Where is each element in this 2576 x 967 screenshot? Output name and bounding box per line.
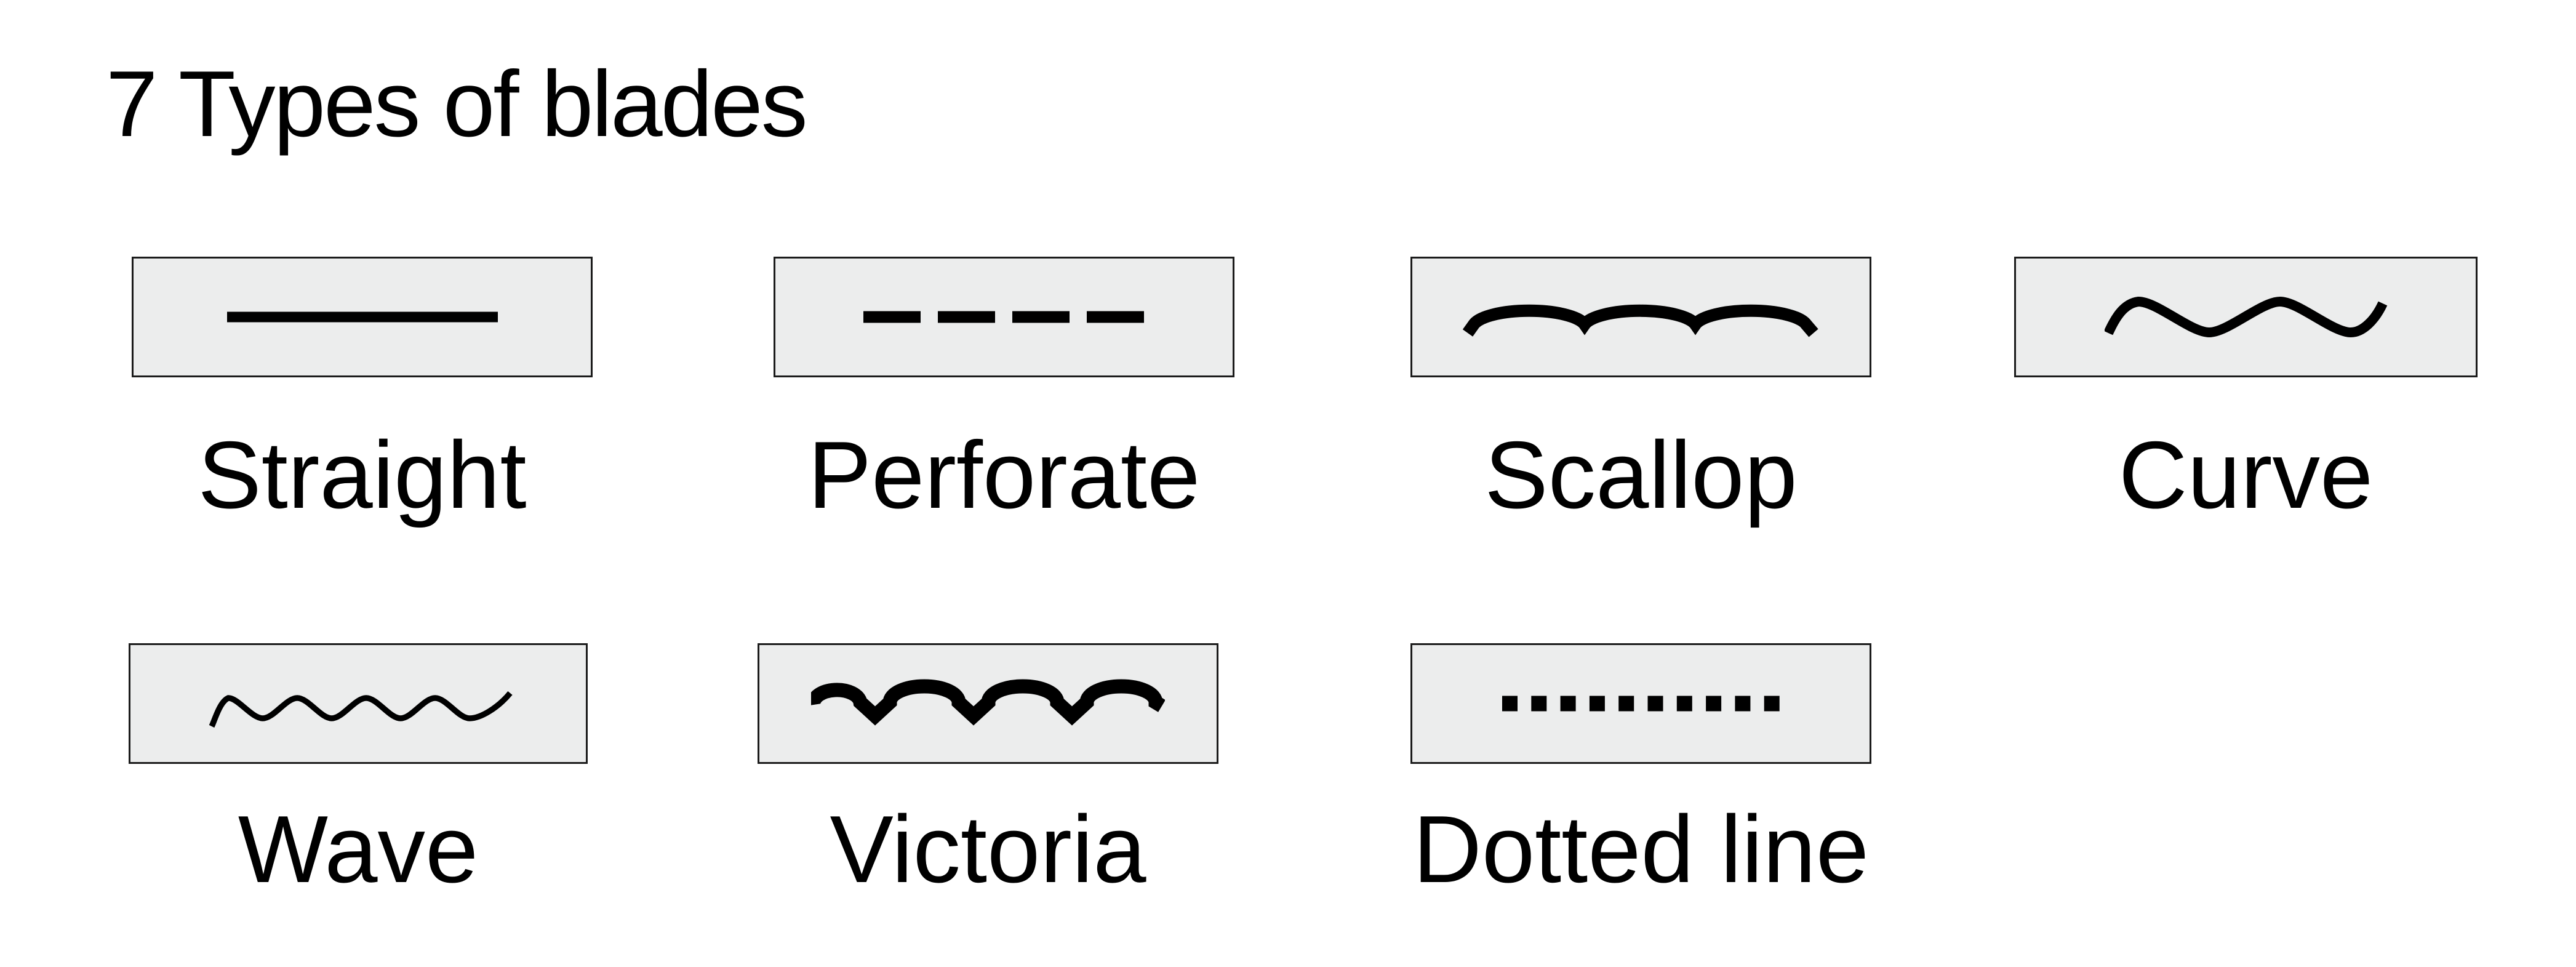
blade-swatch-perforate [774,257,1234,377]
dashed-line-icon [863,311,1145,323]
blade-swatch-scallop [1410,257,1871,377]
blade-card-straight: Straight [132,257,593,523]
blade-label-straight: Straight [198,422,527,528]
victoria-squiggle-icon [811,679,1165,726]
blade-label-curve: Curve [2118,422,2374,528]
blade-swatch-curve [2014,257,2478,377]
blade-swatch-victoria [758,643,1218,764]
blade-swatch-straight [132,257,593,377]
blade-card-perforate: Perforate [774,257,1234,523]
scallop-line-icon [1462,304,1818,337]
blade-label-victoria: Victoria [830,796,1146,902]
dotted-line-icon [1502,696,1780,712]
blade-label-dotted-line: Dotted line [1412,796,1870,902]
blade-label-perforate: Perforate [807,422,1201,528]
blade-card-dotted-line: Dotted line [1410,643,1871,897]
sine-curve-icon [2104,296,2387,338]
blade-swatch-dotted-line [1410,643,1871,764]
page-title: 7 Types of blades [106,52,808,156]
blade-card-scallop: Scallop [1410,257,1871,523]
blade-card-wave: Wave [129,643,588,897]
wavy-line-icon [209,691,513,728]
blade-card-curve: Curve [2014,257,2478,523]
straight-line-icon [226,311,498,323]
blade-swatch-wave [129,643,588,764]
blade-label-scallop: Scallop [1484,422,1798,528]
blade-label-wave: Wave [238,796,479,902]
blade-card-victoria: Victoria [758,643,1218,897]
